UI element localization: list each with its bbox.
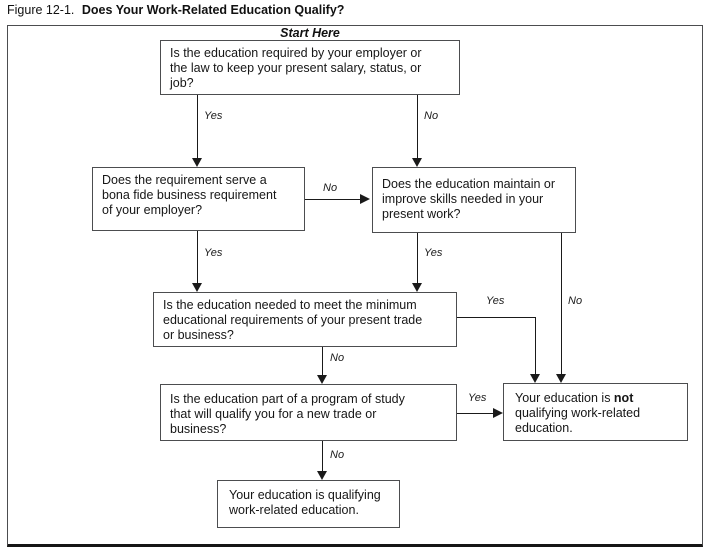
edge-label-no: No	[330, 352, 345, 364]
connector-q5-qualifying	[322, 441, 323, 472]
edge-label-no: No	[568, 295, 583, 307]
connector-q2-q4	[197, 231, 198, 284]
question-box-minimum-requirements: Is the education needed to meet the mini…	[153, 292, 457, 347]
arrow-down-icon	[317, 471, 327, 480]
connector-q3-q4	[417, 233, 418, 284]
arrow-down-icon	[317, 375, 327, 384]
edge-label-yes: Yes	[424, 247, 443, 259]
question-box-education-required: Is the education required by your employ…	[160, 40, 460, 95]
not-qualifying-text-bold: not	[613, 391, 634, 405]
connector-q4-q5	[322, 347, 323, 376]
arrow-down-icon	[556, 374, 566, 383]
connector-q1-q3	[417, 95, 418, 158]
edge-label-no: No	[330, 449, 345, 461]
connector-q1-q2	[197, 95, 198, 158]
result-box-not-qualifying: Your education is not qualifying work-re…	[503, 383, 688, 441]
start-here-label: Start Here	[280, 26, 340, 40]
edge-label-yes: Yes	[486, 295, 505, 307]
edge-label-yes: Yes	[204, 110, 223, 122]
question-box-bona-fide-requirement: Does the requirement serve a bona fide b…	[92, 167, 305, 231]
question-box-maintain-improve-skills: Does the education maintain or improve s…	[372, 167, 576, 233]
connector-q5-notqualifying	[457, 413, 493, 414]
arrow-right-icon	[360, 194, 370, 204]
question-box-new-trade-or-business: Is the education part of a program of st…	[160, 384, 457, 441]
figure-number: Figure 12-1.	[7, 3, 75, 17]
not-qualifying-text-post: qualifying work-related education.	[515, 406, 641, 435]
edge-label-no: No	[323, 182, 338, 194]
arrow-down-icon	[412, 283, 422, 292]
arrow-down-icon	[192, 283, 202, 292]
figure-title: Does Your Work-Related Education Qualify…	[81, 3, 345, 17]
connector-q4-notqualifying-horizontal	[457, 317, 536, 318]
edge-label-yes: Yes	[468, 392, 487, 404]
figure-caption: Figure 12-1. Does Your Work-Related Educ…	[7, 3, 344, 17]
arrow-down-icon	[412, 158, 422, 167]
not-qualifying-text-pre: Your education is	[515, 391, 614, 405]
connector-q3-notqualifying	[561, 233, 562, 375]
arrow-down-icon	[530, 374, 540, 383]
arrow-right-icon	[493, 408, 503, 418]
result-box-qualifying: Your education is qualifying work-relate…	[217, 480, 400, 528]
edge-label-no: No	[424, 110, 439, 122]
connector-q2-q3	[305, 199, 360, 200]
chart-frame	[7, 25, 703, 547]
connector-q4-notqualifying-vertical	[535, 317, 536, 375]
edge-label-yes: Yes	[204, 247, 223, 259]
arrow-down-icon	[192, 158, 202, 167]
